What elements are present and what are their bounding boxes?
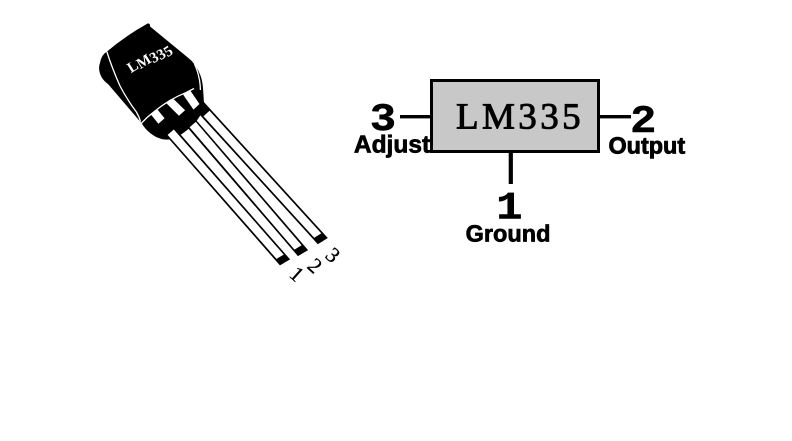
svg-text:Ground: Ground [466,221,551,247]
svg-text:1: 1 [285,262,309,287]
svg-text:3: 3 [370,98,396,142]
svg-text:3: 3 [321,243,345,268]
svg-text:Adjust: Adjust [354,132,430,159]
svg-text:1: 1 [496,187,522,231]
svg-text:Output: Output [608,132,685,158]
svg-text:LM335: LM335 [456,97,584,138]
svg-text:2: 2 [630,100,656,144]
